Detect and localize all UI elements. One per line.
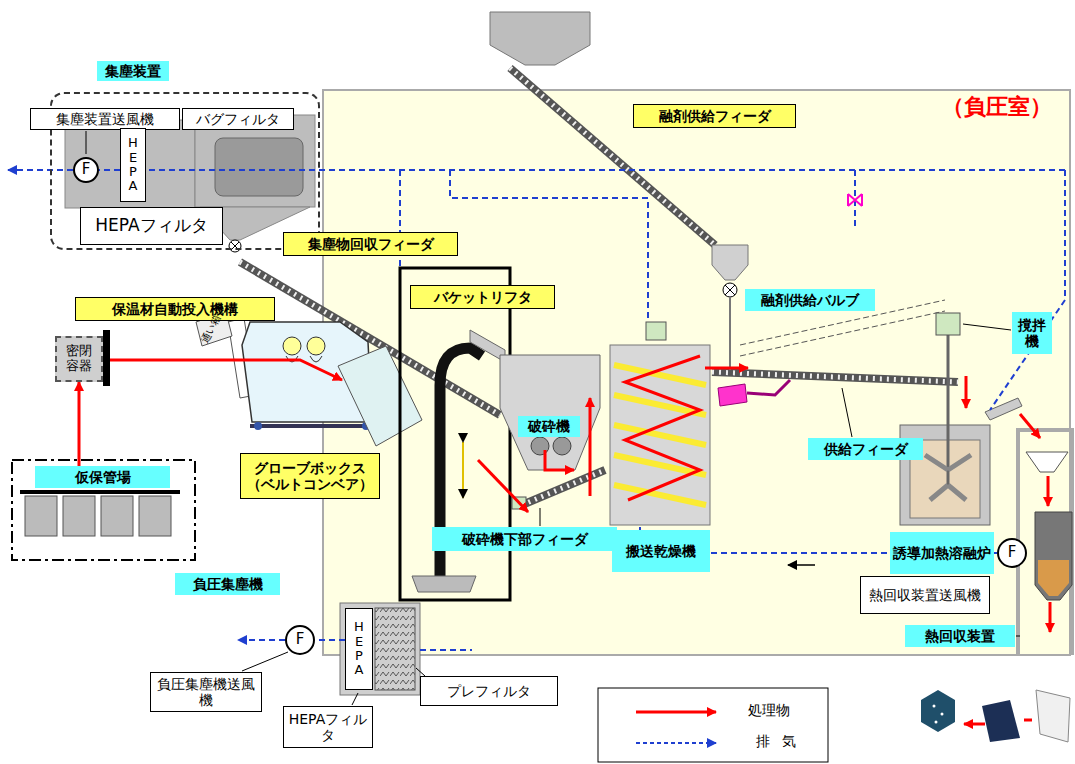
node-text: 供給フィーダ	[824, 441, 908, 457]
glovebox-label: グローブボックス （ベルトコンベア）	[240, 453, 380, 499]
crusher-lower-feeder-label: 破砕機下部フィーダ	[432, 527, 617, 551]
hepa-filter-label: HEPAフィルタ	[283, 706, 373, 748]
flux-valve-label: 融剤供給バルブ	[745, 289, 875, 311]
dust-recovery-feeder-label: 集塵物回収フィーダ	[283, 232, 458, 256]
node-text: 保温材自動投入機構	[112, 301, 238, 317]
node-text: F	[1008, 544, 1017, 561]
hepa-filter-label: HEPAフィルタ	[80, 207, 223, 245]
node-text: バケットリフタ	[434, 289, 532, 305]
node-text: HEPA	[353, 620, 366, 677]
node-text: 仮保管場	[75, 469, 131, 485]
sealed-container: 密閉容器	[55, 336, 103, 382]
np-collector-label: 負圧集塵機	[175, 573, 280, 595]
node-text: 負圧集塵機送風機	[154, 676, 258, 708]
node-text: HEPAフィルタ	[95, 216, 207, 236]
hepa-filter-box: HEPA	[345, 608, 373, 690]
node-text: 熱回収装置	[925, 628, 995, 644]
dust-collector-group: 集塵装置集塵装置送風機バグフィルタFHEPAHEPAフィルタ	[50, 92, 320, 250]
heat-fan-label: 熱回収装置送風機	[860, 576, 990, 614]
flow-connector	[315, 639, 345, 641]
heat-recovery-label: 熱回収装置	[905, 625, 1015, 647]
fan-symbol: F	[997, 538, 1027, 568]
node-text: 破砕機	[528, 418, 570, 434]
node-text: 搬送乾燥機	[626, 543, 696, 559]
dryer-label: 搬送乾燥機	[612, 530, 710, 572]
supply-feeder-label: 供給フィーダ	[808, 438, 923, 460]
furnace-label: 誘導加熱溶融炉	[890, 532, 994, 574]
node-text: F	[82, 161, 91, 178]
node-text: 融剤供給バルブ	[761, 292, 859, 308]
blower-label: 集塵装置送風機	[30, 108, 180, 130]
auto-loader-label: 保温材自動投入機構	[75, 297, 275, 321]
negative-pressure-room: （負圧室） 融剤供給フィーダバケットリフタ 融剤供給バルブ撹拌機破砕機供給フィーダ破…	[323, 90, 1070, 655]
node-text: 集塵物回収フィーダ	[308, 236, 434, 252]
node-text: 集塵装置送風機	[56, 111, 154, 127]
node-text: 融剤供給フィーダ	[659, 108, 771, 124]
node-text: 密閉容器	[60, 344, 98, 374]
temp-storage-label: 仮保管場	[35, 466, 170, 488]
node-text: プレフィルタ	[447, 683, 531, 699]
bag-filter-label: バグフィルタ	[182, 108, 294, 130]
node-text: バグフィルタ	[196, 111, 280, 127]
fan-symbol: F	[73, 157, 99, 183]
node-text: 集塵装置	[97, 61, 169, 81]
hepa-filter-box: HEPA	[120, 128, 146, 202]
node-text: 破砕機下部フィーダ	[462, 531, 588, 547]
legend-text: 排気	[756, 733, 808, 751]
node-text: HEPAフィルタ	[287, 711, 369, 743]
flow-connector	[99, 169, 120, 171]
node-text: 熱回収装置送風機	[869, 587, 981, 603]
prefilter-label: プレフィルタ	[420, 676, 558, 706]
node-text: グローブボックス （ベルトコンベア）	[244, 460, 376, 492]
node-text: F	[296, 631, 305, 648]
bucket-lifter-label: バケットリフタ	[410, 285, 555, 309]
agitator-label: 撹拌機	[1012, 312, 1052, 354]
fan-symbol: F	[285, 625, 315, 655]
node-text: HEPA	[127, 136, 140, 193]
np-fan-label: 負圧集塵機送風機	[150, 672, 262, 712]
legend-text: 処理物	[748, 702, 790, 720]
node-text: 誘導加熱溶融炉	[893, 545, 991, 561]
node-text: （負圧室）	[942, 94, 1052, 119]
flow-connector	[78, 382, 81, 466]
node-text: 負圧集塵機	[193, 576, 263, 592]
flux-feeder-label: 融剤供給フィーダ	[633, 104, 796, 128]
crusher-label: 破砕機	[518, 416, 580, 437]
node-text: 撹拌機	[1015, 317, 1049, 349]
